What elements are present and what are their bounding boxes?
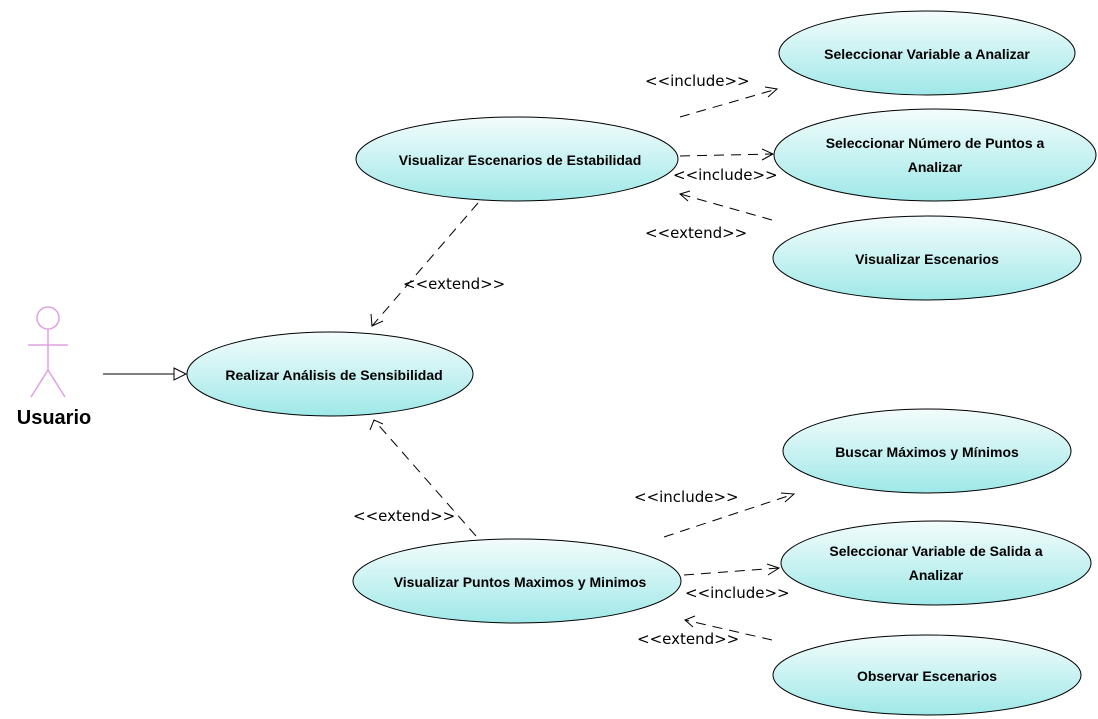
actor-name: Usuario bbox=[17, 407, 91, 429]
stereotype-extend-label: <<extend>> bbox=[353, 507, 455, 525]
stereotype-include-label: <<include>> bbox=[634, 488, 739, 506]
use-case-label: Buscar Máximos y Mínimos bbox=[835, 444, 1019, 460]
use-case-label-line2: Analizar bbox=[908, 159, 963, 175]
use-case-seleccionar-variable[interactable]: Seleccionar Variable a Analizar bbox=[778, 10, 1076, 96]
use-case-visualizar-puntos[interactable]: Visualizar Puntos Maximos y Minimos bbox=[352, 538, 682, 624]
use-case-label-line1: Seleccionar Número de Puntos a bbox=[826, 135, 1045, 151]
stereotype-extend-label: <<extend>> bbox=[637, 630, 739, 648]
use-case-realizar[interactable]: Realizar Análisis de Sensibilidad bbox=[186, 331, 474, 417]
use-case-visualizar-escenarios[interactable]: Visualizar Escenarios bbox=[772, 215, 1082, 301]
extend-line-estabilidad-realizar bbox=[371, 202, 479, 327]
include-line-salida bbox=[683, 567, 780, 576]
extend-line-escenarios bbox=[679, 193, 773, 221]
use-case-label: Visualizar Escenarios bbox=[855, 251, 999, 267]
actor-usuario[interactable]: Usuario bbox=[17, 306, 91, 429]
stereotype-include-label: <<include>> bbox=[673, 166, 778, 184]
use-case-label: Seleccionar Variable a Analizar bbox=[824, 46, 1030, 62]
include-line-numero bbox=[679, 153, 774, 157]
extend-line-puntos-realizar bbox=[373, 419, 477, 537]
use-case-observar-escenarios[interactable]: Observar Escenarios bbox=[772, 634, 1082, 716]
relationship-lines bbox=[371, 88, 795, 641]
use-case-label: Visualizar Puntos Maximos y Minimos bbox=[394, 574, 647, 590]
stereotype-extend-label: <<extend>> bbox=[403, 275, 505, 293]
include-line-buscar bbox=[663, 493, 795, 538]
association-usuario-realizar bbox=[103, 367, 188, 381]
stereotype-include-label: <<include>> bbox=[685, 584, 790, 602]
use-case-label: Observar Escenarios bbox=[857, 668, 997, 684]
extend-line-observar bbox=[684, 619, 773, 641]
use-case-seleccionar-variable-salida[interactable]: Seleccionar Variable de Salida a Analiza… bbox=[780, 520, 1092, 606]
use-case-label: Visualizar Escenarios de Estabilidad bbox=[399, 152, 642, 168]
actor-stick-figure-icon bbox=[28, 306, 68, 398]
stereotype-include-label: <<include>> bbox=[645, 72, 750, 90]
stereotype-extend-label: <<extend>> bbox=[645, 224, 747, 242]
use-case-label-line2: Analizar bbox=[909, 567, 964, 583]
use-case-label: Realizar Análisis de Sensibilidad bbox=[225, 367, 442, 383]
use-case-visualizar-escenarios-estabilidad[interactable]: Visualizar Escenarios de Estabilidad bbox=[355, 116, 679, 202]
arrowheads bbox=[369, 86, 796, 628]
use-case-label-line1: Seleccionar Variable de Salida a bbox=[829, 543, 1042, 559]
use-case-buscar-maximos[interactable]: Buscar Máximos y Mínimos bbox=[782, 408, 1072, 494]
use-case-seleccionar-numero-puntos[interactable]: Seleccionar Número de Puntos a Analizar bbox=[773, 108, 1097, 202]
include-line-variable bbox=[679, 88, 778, 118]
